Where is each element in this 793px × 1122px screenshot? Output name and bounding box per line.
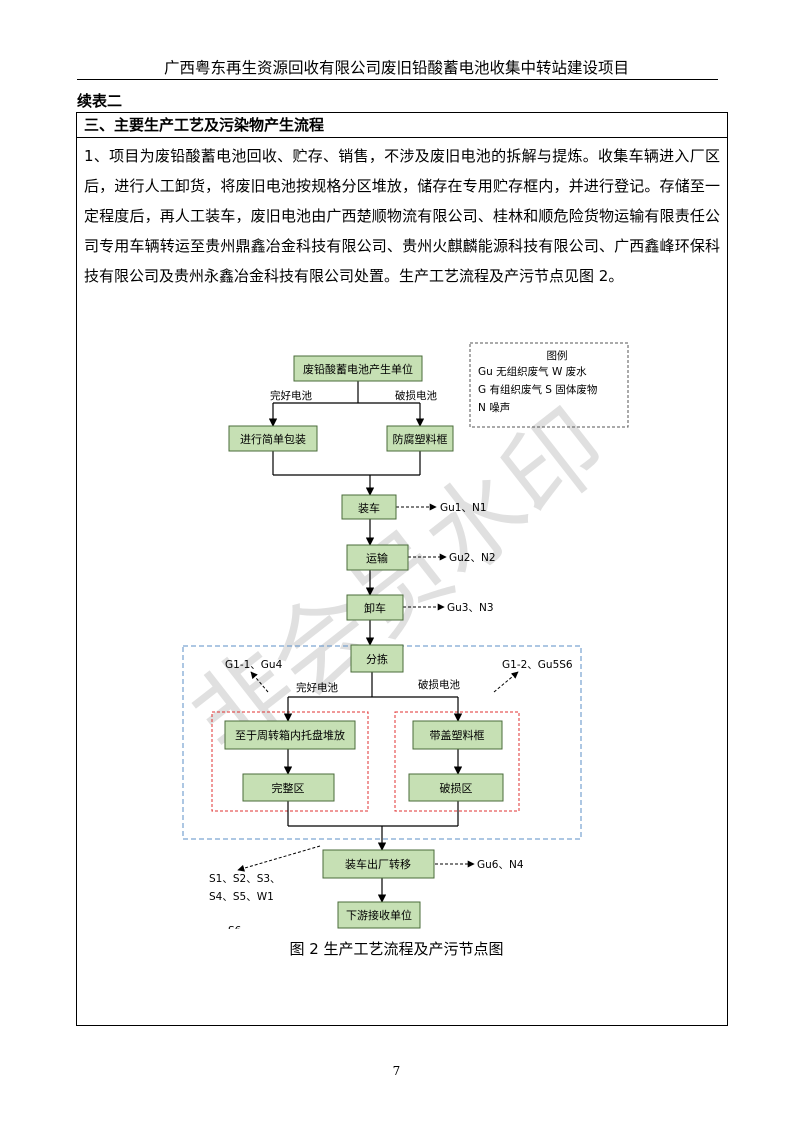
label-sort-good-out: G1-1、Gu4 bbox=[225, 659, 283, 671]
label-unload: 卸车 bbox=[364, 601, 386, 615]
legend-line-3: N 噪声 bbox=[478, 401, 510, 414]
intact-group-boundary bbox=[211, 711, 369, 812]
broken-group-boundary bbox=[394, 711, 520, 812]
label-waste-line-2: S4、S5、W1 bbox=[209, 891, 274, 903]
legend-line-1: Gu 无组织废气 W 废水 bbox=[478, 365, 587, 378]
connectors bbox=[268, 381, 463, 903]
figure-caption: 图 2 生产工艺流程及产污节点图 bbox=[289, 940, 504, 958]
section-label: 续表二 bbox=[77, 92, 123, 110]
box-pack bbox=[228, 425, 318, 452]
label-ship: 装车出厂转移 bbox=[345, 857, 411, 871]
legend-title: 图例 bbox=[547, 349, 568, 362]
box-unload bbox=[346, 594, 404, 621]
legend: 图例 Gu 无组织废气 W 废水 G 有组织废气 S 固体废物 N 噪声 bbox=[469, 342, 629, 428]
header-rule bbox=[77, 79, 718, 80]
legend-line-2: G 有组织废气 S 固体废物 bbox=[478, 383, 597, 396]
paragraph-text: 1、项目为废铅酸蓄电池回收、贮存、销售，不涉及废旧电池的拆解与提炼。收集车辆进入… bbox=[84, 147, 720, 285]
box-sort bbox=[350, 644, 404, 673]
label-branch-good: 完好电池 bbox=[270, 389, 312, 402]
label-source: 废铅酸蓄电池产生单位 bbox=[303, 362, 413, 376]
label-transport-out: Gu2、N2 bbox=[449, 552, 496, 564]
label-waste-cut: S6 bbox=[228, 925, 242, 937]
box-broken-zone bbox=[408, 773, 504, 802]
label-ship-out: Gu6、N4 bbox=[477, 859, 524, 871]
label-box: 防腐塑料框 bbox=[393, 432, 448, 446]
label-sort-broken-out: G1-2、Gu5S6 bbox=[502, 659, 573, 671]
label-transport: 运输 bbox=[366, 551, 388, 565]
box-source bbox=[293, 355, 423, 382]
label-pallet: 至于周转箱内托盘堆放 bbox=[235, 728, 345, 742]
box-load bbox=[341, 494, 397, 520]
label-sort: 分拣 bbox=[366, 652, 388, 666]
label-broken-zone: 破损区 bbox=[440, 781, 473, 795]
label-waste-line-1: S1、S2、S3、 bbox=[209, 873, 281, 885]
section-title: 三、主要生产工艺及污染物产生流程 bbox=[84, 116, 325, 134]
label-sort-good: 完好电池 bbox=[296, 681, 338, 694]
box-ship bbox=[322, 849, 435, 879]
emission-arrows bbox=[237, 503, 519, 872]
box-box bbox=[386, 425, 454, 452]
label-pack: 进行简单包装 bbox=[240, 432, 306, 446]
label-intact-zone: 完整区 bbox=[272, 781, 305, 795]
label-load-out: Gu1、N1 bbox=[440, 502, 487, 514]
box-labels: 废铅酸蓄电池产生单位 进行简单包装 防腐塑料框 装车 运输 卸车 分拣 至于周转… bbox=[235, 362, 485, 922]
running-header: 广西粤东再生资源回收有限公司废旧铅酸蓄电池收集中转站建设项目 bbox=[163, 59, 629, 77]
label-load: 装车 bbox=[358, 501, 380, 515]
process-boxes bbox=[224, 355, 504, 929]
box-cover bbox=[412, 720, 503, 750]
box-intact-zone bbox=[242, 773, 335, 802]
box-receiver bbox=[337, 901, 421, 929]
legend-border bbox=[469, 342, 629, 428]
content-frame bbox=[76, 112, 728, 1026]
box-pallet bbox=[224, 720, 356, 750]
emission-labels: Gu1、N1 Gu2、N2 Gu3、N3 G1-1、Gu4 G1-2、Gu5S6… bbox=[209, 502, 573, 903]
label-receiver: 下游接收单位 bbox=[346, 908, 412, 922]
label-sort-broken: 破损电池 bbox=[418, 678, 460, 691]
frame-divider bbox=[76, 137, 728, 138]
page-number: 7 bbox=[392, 1064, 401, 1078]
label-branch-broken: 破损电池 bbox=[395, 389, 437, 402]
branch-labels: 完好电池 破损电池 完好电池 破损电池 bbox=[270, 389, 460, 694]
label-unload-out: Gu3、N3 bbox=[447, 602, 494, 614]
process-description: 1、项目为废铅酸蓄电池回收、贮存、销售，不涉及废旧电池的拆解与提炼。收集车辆进入… bbox=[84, 141, 720, 291]
label-cover-box: 带盖塑料框 bbox=[430, 728, 485, 742]
box-transport bbox=[346, 544, 409, 571]
